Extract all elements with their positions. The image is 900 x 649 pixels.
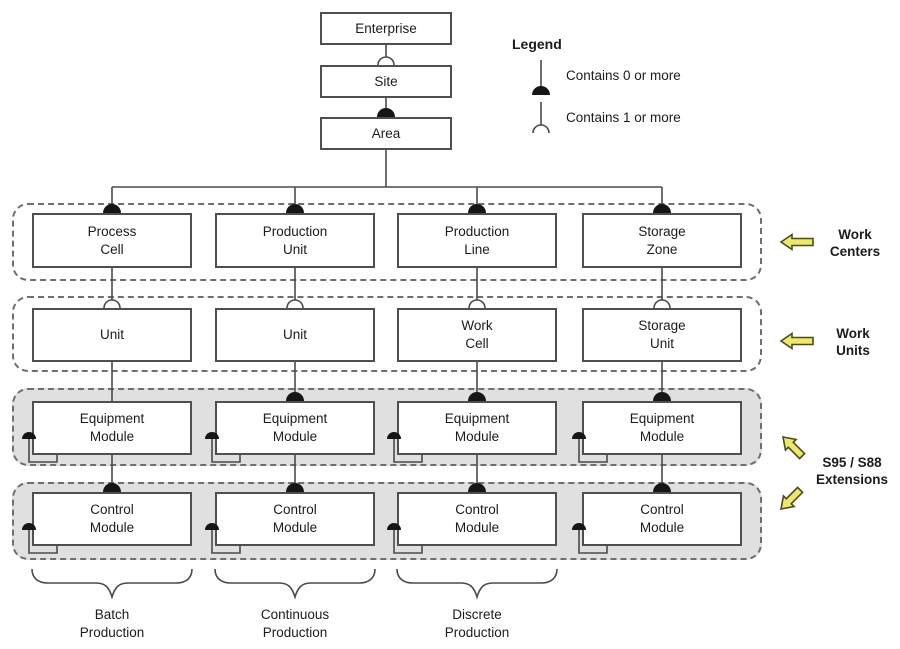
area-label: Area: [371, 126, 401, 141]
annotation-line: Units: [836, 343, 870, 358]
work-centers-band: [12, 203, 762, 281]
box-label-line: Module: [454, 429, 500, 444]
zero-or-more-dome: [532, 86, 550, 95]
box-label-line: Unit: [282, 327, 307, 342]
annotation-line: Work: [838, 227, 872, 242]
box-label-line: Storage: [638, 223, 686, 239]
box-label-line: Equipment: [79, 411, 145, 426]
enterprise-label: Enterprise: [355, 21, 417, 36]
contains-one-or-more-symbol: [532, 102, 550, 134]
zero-or-more-dome: [377, 108, 395, 117]
box-label-line: Process: [87, 223, 137, 239]
one-or-more-arc: [532, 124, 550, 134]
work-units-arrow-icon: [779, 331, 814, 351]
box-label-line: Equipment: [629, 411, 695, 426]
production-braces: [31, 568, 558, 600]
box-label-line: Unit: [649, 336, 674, 351]
box-label-line: Module: [89, 520, 135, 535]
brace-label-line: Batch: [94, 607, 130, 622]
box-label-line: Storage: [638, 318, 686, 333]
box-label-line: Control: [90, 502, 134, 517]
box-label-line: Line: [464, 241, 490, 257]
box-label-line: Zone: [646, 241, 678, 257]
annotation-line: Extensions: [815, 472, 889, 487]
extensions-lower-arrow-icon: [779, 486, 804, 511]
box-label-line: Module: [89, 429, 135, 444]
unit-box-2: Unit: [215, 308, 375, 362]
brace-label-line: Production: [444, 625, 510, 640]
brace-label-line: Production: [79, 625, 145, 640]
batch-production-brace: [31, 568, 193, 600]
box-label-line: Production: [444, 223, 510, 239]
box-label-line: Unit: [282, 241, 307, 257]
work-centers-annotation: Work Centers: [818, 226, 892, 260]
discrete-production-brace: [396, 568, 558, 600]
work-units-band: [12, 296, 762, 372]
box-label-line: Control: [273, 502, 317, 517]
box-label-line: Module: [639, 429, 685, 444]
batch-production-label: Batch Production: [42, 606, 182, 642]
site-box: Site: [320, 65, 452, 98]
box-label-line: Module: [272, 520, 318, 535]
legend-title: Legend: [512, 36, 562, 52]
enterprise-box: Enterprise: [320, 12, 452, 45]
box-label-line: Control: [455, 502, 499, 517]
brace-label-line: Discrete: [452, 607, 502, 622]
box-label-line: Unit: [99, 327, 124, 342]
box-label-line: Equipment: [262, 411, 328, 426]
legend-item-label: Contains 1 or more: [566, 110, 681, 125]
box-label-line: Module: [639, 520, 685, 535]
box-label-line: Control: [640, 502, 684, 517]
discrete-production-label: Discrete Production: [407, 606, 547, 642]
extensions-upper-arrow-icon: [781, 435, 806, 460]
legend-item-label: Contains 0 or more: [566, 68, 681, 83]
work-centers-arrow-icon: [779, 232, 814, 252]
box-label-line: Production: [262, 223, 328, 239]
contains-zero-or-more-symbol: [532, 60, 550, 95]
box-label-line: Module: [272, 429, 318, 444]
box-label-line: Equipment: [444, 411, 510, 426]
brace-label-line: Production: [262, 625, 328, 640]
continuous-production-brace: [214, 568, 376, 600]
box-label-line: Module: [454, 520, 500, 535]
work-units-annotation: Work Units: [818, 325, 888, 359]
annotation-line: S95 / S88: [822, 455, 882, 470]
annotation-line: Work: [836, 326, 870, 341]
continuous-production-label: Continuous Production: [225, 606, 365, 642]
area-box: Area: [320, 117, 452, 150]
one-or-more-arc: [377, 56, 395, 66]
s95-s88-extensions-annotation: S95 / S88 Extensions: [808, 454, 896, 488]
brace-label-line: Continuous: [260, 607, 330, 622]
legend-symbols: [532, 60, 550, 134]
box-label-line: Work: [461, 318, 493, 333]
box-label-line: Cell: [465, 336, 489, 351]
box-label-line: Cell: [100, 241, 124, 257]
site-label: Site: [374, 74, 398, 89]
annotation-line: Centers: [829, 244, 881, 259]
unit-box-1: Unit: [32, 308, 192, 362]
